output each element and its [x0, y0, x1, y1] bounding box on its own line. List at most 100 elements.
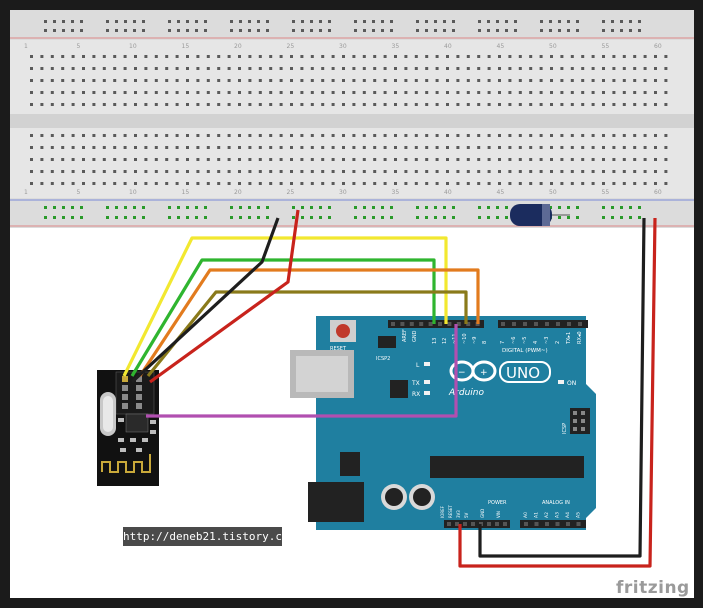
terminal-hole	[498, 158, 501, 161]
terminal-hole	[394, 67, 397, 70]
terminal-hole	[446, 146, 449, 149]
terminal-hole	[165, 134, 169, 137]
header-hole	[524, 522, 528, 526]
logo-plus: +	[480, 368, 488, 378]
terminal-hole	[643, 170, 647, 173]
terminal-hole	[581, 55, 585, 58]
terminal-hole	[518, 146, 522, 149]
terminal-hole	[61, 91, 65, 94]
terminal-hole	[186, 182, 189, 185]
rail-hole	[416, 29, 419, 32]
rail-hole-active	[602, 206, 605, 209]
terminal-hole	[321, 55, 325, 58]
rail-hole	[434, 20, 437, 23]
rail-hole	[540, 20, 543, 23]
terminal-hole	[477, 170, 481, 173]
terminal-hole	[425, 55, 429, 58]
terminal-hole	[633, 79, 637, 82]
terminal-hole	[279, 170, 283, 173]
rail-hole-active	[195, 206, 198, 209]
rail-hole-active	[177, 216, 180, 219]
logo-minus: −	[458, 368, 466, 378]
rail-hole	[230, 29, 233, 32]
terminal-hole	[654, 182, 657, 185]
terminal-hole	[123, 79, 127, 82]
header-hole	[555, 522, 560, 526]
analog-pin-label: A3	[555, 512, 561, 518]
terminal-hole	[248, 146, 252, 149]
terminal-hole	[30, 67, 33, 70]
reset-pin-label: RESET	[448, 505, 453, 518]
header-hole	[512, 322, 516, 326]
terminal-hole	[248, 67, 252, 70]
terminal-hole	[654, 103, 657, 106]
terminal-hole	[498, 146, 501, 149]
terminal-hole	[529, 91, 533, 94]
terminal-hole	[550, 158, 553, 161]
terminal-hole	[633, 91, 637, 94]
rail-hole	[549, 20, 552, 23]
header-hole	[400, 322, 405, 326]
terminal-hole	[435, 182, 439, 185]
terminal-hole	[633, 146, 637, 149]
terminal-hole	[290, 182, 293, 185]
terminal-hole	[206, 67, 210, 70]
terminal-hole	[425, 91, 429, 94]
digital-pin-label: 7	[500, 341, 506, 344]
terminal-hole	[227, 146, 231, 149]
terminal-hole	[508, 55, 512, 58]
terminal-hole	[30, 146, 33, 149]
header-hole	[495, 522, 499, 526]
terminal-hole	[414, 103, 418, 106]
terminal-hole	[456, 103, 460, 106]
wire-black-rail	[478, 217, 646, 558]
column-number: 5	[77, 189, 81, 196]
rail-hole-active	[611, 216, 614, 219]
terminal-hole	[82, 67, 85, 70]
rail-hole	[71, 20, 74, 23]
terminal-hole	[383, 134, 387, 137]
terminal-hole	[321, 103, 325, 106]
rail-hole-active	[195, 216, 198, 219]
terminal-hole	[570, 67, 574, 70]
power-jack	[308, 482, 364, 522]
terminal-hole	[82, 91, 85, 94]
rail-hole-active	[53, 216, 56, 219]
terminal-hole	[654, 158, 657, 161]
terminal-hole	[456, 67, 460, 70]
terminal-hole	[258, 79, 262, 82]
terminal-hole	[664, 67, 668, 70]
rail-hole	[310, 29, 313, 32]
terminal-hole	[71, 182, 75, 185]
terminal-hole	[550, 170, 553, 173]
column-number: 55	[602, 189, 610, 196]
terminal-hole	[61, 134, 65, 137]
terminal-hole	[175, 67, 179, 70]
icsp-pin	[573, 427, 577, 431]
terminal-hole	[144, 91, 148, 94]
terminal-hole	[362, 158, 366, 161]
rail-hole-active	[576, 216, 579, 219]
nrf-antenna-trace	[101, 454, 151, 473]
terminal-hole	[633, 134, 637, 137]
terminal-hole	[279, 134, 283, 137]
terminal-hole	[134, 182, 137, 185]
terminal-hole	[373, 67, 377, 70]
terminal-hole	[50, 91, 54, 94]
terminal-hole	[71, 170, 75, 173]
terminal-hole	[654, 170, 657, 173]
terminal-hole	[113, 146, 117, 149]
rail-hole	[452, 20, 455, 23]
rail-hole	[638, 29, 641, 32]
rail-hole-active	[452, 206, 455, 209]
terminal-hole	[290, 134, 293, 137]
terminal-hole	[539, 79, 543, 82]
terminal-hole	[227, 182, 231, 185]
smd-component	[118, 418, 124, 422]
terminal-hole	[258, 158, 262, 161]
terminal-hole	[123, 146, 127, 149]
rail-hole	[549, 29, 552, 32]
terminal-hole	[612, 55, 616, 58]
rail-hole-active	[434, 216, 437, 219]
terminal-hole	[175, 55, 179, 58]
